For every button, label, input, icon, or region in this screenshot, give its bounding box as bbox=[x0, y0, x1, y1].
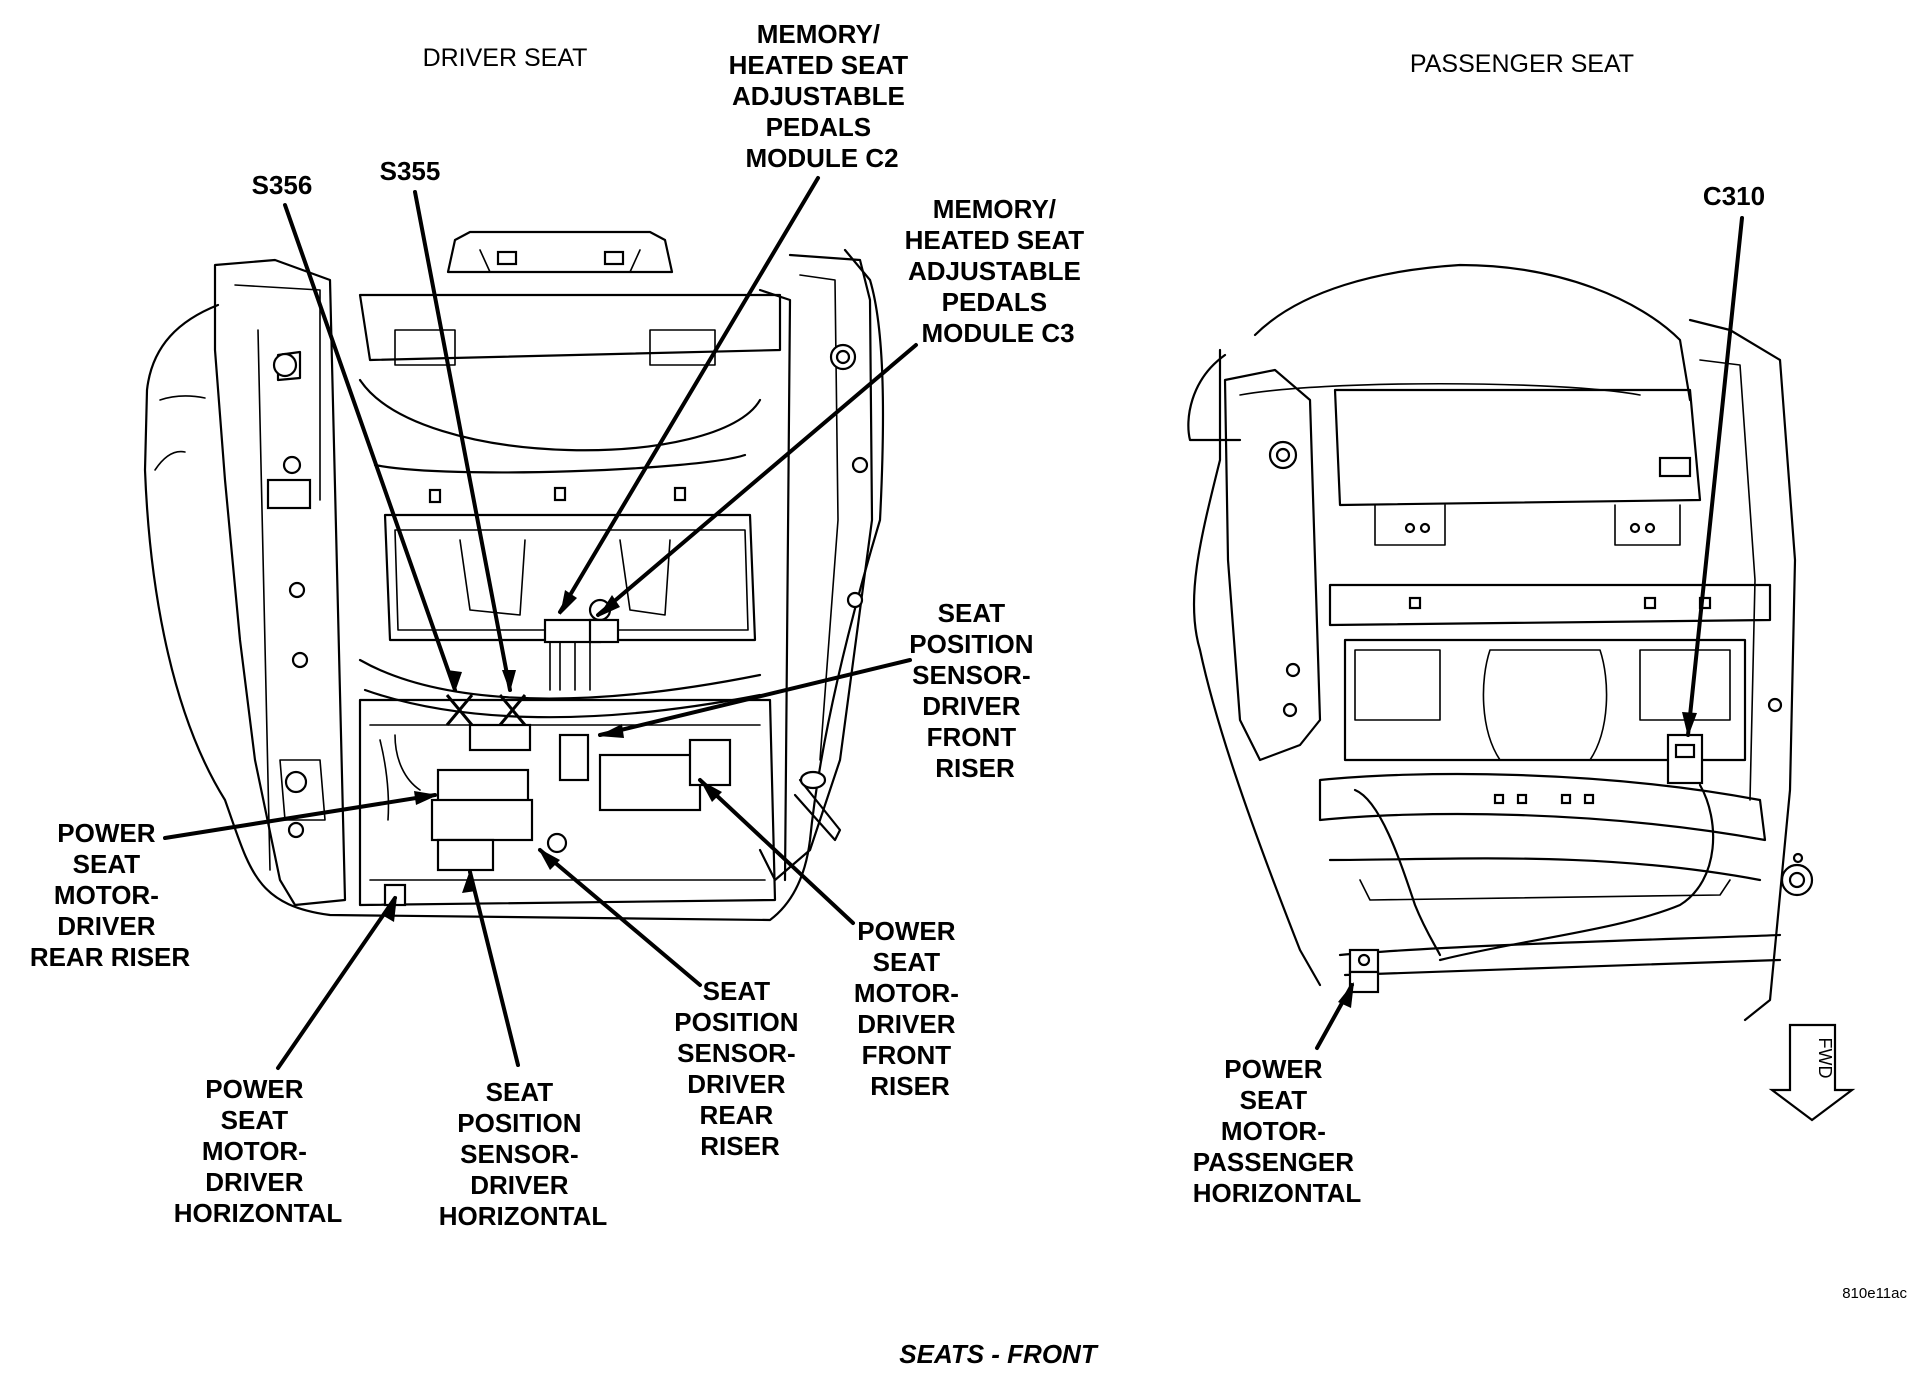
label-power-seat-motor-driver-front-riser: POWER SEAT MOTOR- DRIVER FRONT RISER bbox=[854, 916, 966, 1101]
label-s356: S356 bbox=[252, 170, 313, 200]
forward-arrow-icon: FWD bbox=[1768, 1023, 1856, 1122]
driver-seat-heading: DRIVER SEAT bbox=[423, 44, 588, 72]
label-power-seat-motor-driver-horizontal: POWER SEAT MOTOR- DRIVER HORIZONTAL bbox=[174, 1074, 343, 1228]
passenger-seat-illustration bbox=[1187, 263, 1814, 1022]
label-s355: S355 bbox=[380, 156, 441, 186]
label-power-seat-motor-passenger-horizontal: POWER SEAT MOTOR- PASSENGER HORIZONTAL bbox=[1193, 1054, 1362, 1208]
label-seat-position-sensor-driver-horizontal: SEAT POSITION SENSOR- DRIVER HORIZONTAL bbox=[439, 1077, 608, 1231]
passenger-seat-heading: PASSENGER SEAT bbox=[1410, 50, 1634, 78]
callout-labels: S356 S355 MEMORY/ HEATED SEAT ADJUSTABLE… bbox=[30, 19, 1765, 1231]
label-memory-module-c2: MEMORY/ HEATED SEAT ADJUSTABLE PEDALS MO… bbox=[729, 19, 916, 173]
leader-lines bbox=[163, 176, 1744, 1070]
figure-reference: 810e11ac bbox=[1842, 1285, 1907, 1302]
label-seat-position-sensor-driver-front-riser: SEAT POSITION SENSOR- DRIVER FRONT RISER bbox=[909, 598, 1040, 783]
fwd-label: FWD bbox=[1815, 1038, 1835, 1079]
figure-caption: SEATS - FRONT bbox=[899, 1339, 1099, 1369]
label-power-seat-motor-driver-rear-riser: POWER SEAT MOTOR- DRIVER REAR RISER bbox=[30, 818, 191, 972]
label-memory-module-c3: MEMORY/ HEATED SEAT ADJUSTABLE PEDALS MO… bbox=[905, 194, 1092, 348]
label-seat-position-sensor-driver-rear-riser: SEAT POSITION SENSOR- DRIVER REAR RISER bbox=[674, 976, 805, 1161]
label-c310: C310 bbox=[1703, 181, 1765, 211]
driver-seat-illustration bbox=[143, 230, 885, 922]
